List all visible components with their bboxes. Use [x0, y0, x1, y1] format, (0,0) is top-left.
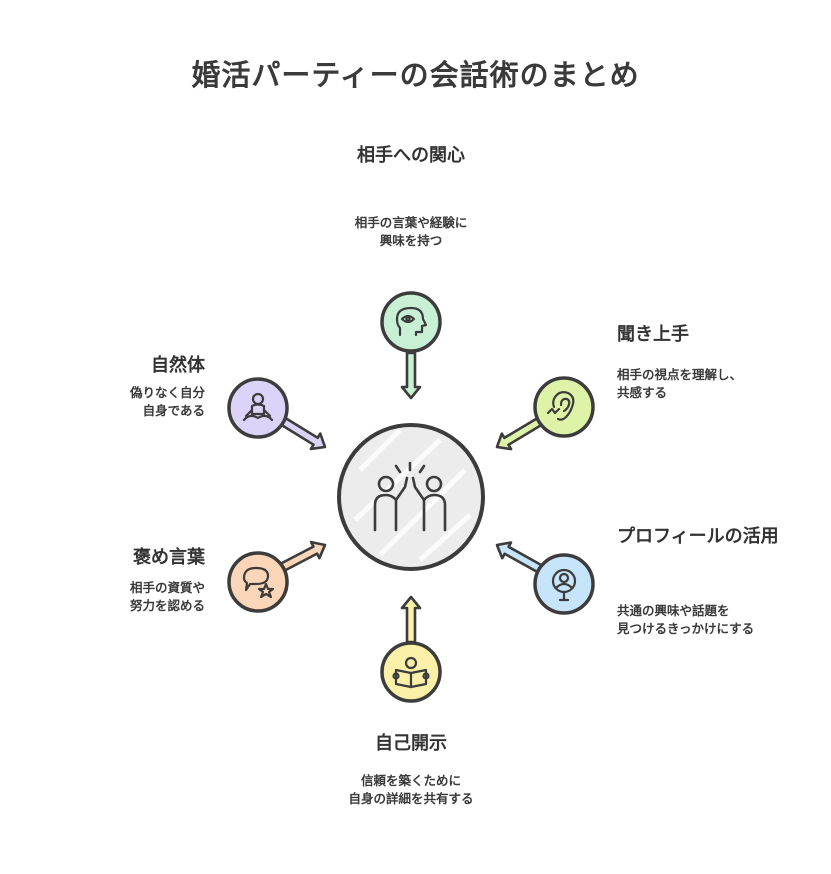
- node-circle-natural: [229, 379, 287, 437]
- head-eye-icon: [395, 306, 428, 337]
- desc-disclosure: 信頼を築くために自身の詳細を共有する: [348, 773, 474, 806]
- meditation-icon: [242, 392, 274, 422]
- arrow-praise: [277, 540, 327, 573]
- node-interest: [380, 291, 442, 400]
- desc-profile: 共通の興味や話題を見つけるきっかけにする: [617, 603, 755, 636]
- desc-praise: 相手の資質や努力を認める: [129, 580, 205, 613]
- arrow-listening: [495, 415, 546, 451]
- node-profile: [495, 541, 595, 615]
- heading-listening: 聞き上手: [617, 324, 689, 345]
- arrow-natural: [277, 415, 327, 451]
- node-circle-listening: [535, 378, 593, 436]
- high-five-icon: [373, 461, 447, 532]
- node-circle-praise: [229, 553, 287, 611]
- desc-natural: 偽りなく自分自身である: [129, 385, 205, 418]
- heading-natural: 自然体: [151, 355, 205, 376]
- desc-listening: 相手の視点を理解し、共感する: [617, 367, 743, 400]
- node-listening: [495, 376, 595, 451]
- heading-interest: 相手への関心: [357, 145, 465, 166]
- arrow-profile: [495, 541, 546, 575]
- heading-praise: 褒め言葉: [133, 547, 205, 568]
- person-search-icon: [551, 568, 577, 602]
- center-hub: [337, 423, 485, 571]
- arrow-interest: [400, 351, 422, 400]
- node-natural: [227, 377, 327, 451]
- page-title: 婚活パーティーの会話術のまとめ: [191, 58, 640, 92]
- arrow-disclosure: [400, 595, 422, 644]
- heading-disclosure: 自己開示: [375, 733, 447, 754]
- ear-icon: [546, 391, 575, 421]
- reading-person-icon: [392, 656, 430, 689]
- speech-star-icon: [242, 566, 275, 599]
- node-praise: [227, 540, 327, 613]
- desc-interest: 相手の言葉や経験に興味を持つ: [354, 215, 468, 248]
- heading-profile: プロフィールの活用: [617, 526, 779, 547]
- node-disclosure: [380, 595, 442, 703]
